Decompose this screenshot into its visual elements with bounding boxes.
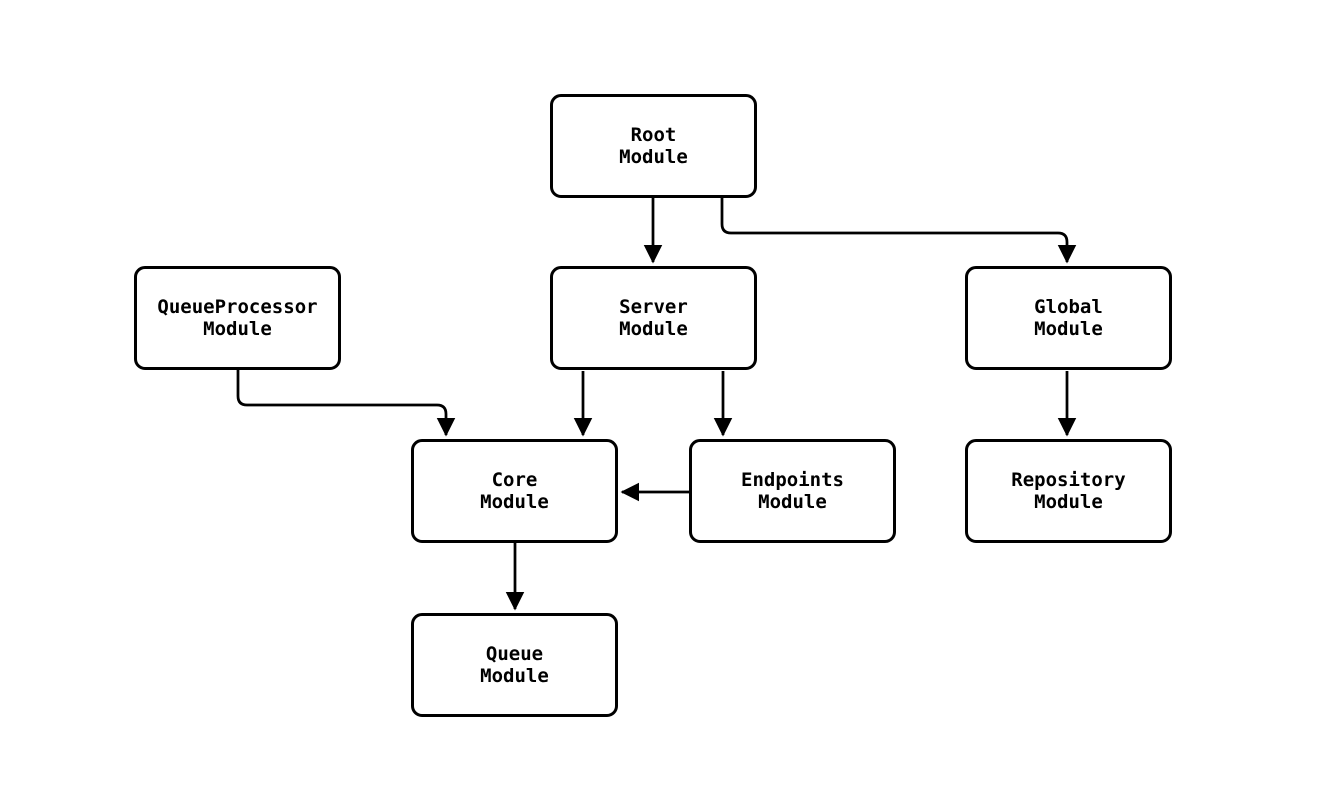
node-server-module: Server Module	[550, 266, 757, 370]
node-queue-module: Queue Module	[411, 613, 618, 717]
edge-queueprocessor-core	[236, 370, 456, 437]
node-label: Queue Module	[480, 643, 549, 687]
edge-root-global	[720, 198, 1077, 264]
node-label: Endpoints Module	[741, 469, 844, 513]
node-root-module: Root Module	[550, 94, 757, 198]
node-repository-module: Repository Module	[965, 439, 1172, 543]
node-label: QueueProcessor Module	[157, 296, 318, 340]
node-endpoints-module: Endpoints Module	[689, 439, 896, 543]
node-label: Server Module	[619, 296, 688, 340]
node-global-module: Global Module	[965, 266, 1172, 370]
node-label: Global Module	[1034, 296, 1103, 340]
node-label: Core Module	[480, 469, 549, 513]
node-label: Repository Module	[1011, 469, 1126, 513]
node-queueprocessor-module: QueueProcessor Module	[134, 266, 341, 370]
node-core-module: Core Module	[411, 439, 618, 543]
node-label: Root Module	[619, 124, 688, 168]
